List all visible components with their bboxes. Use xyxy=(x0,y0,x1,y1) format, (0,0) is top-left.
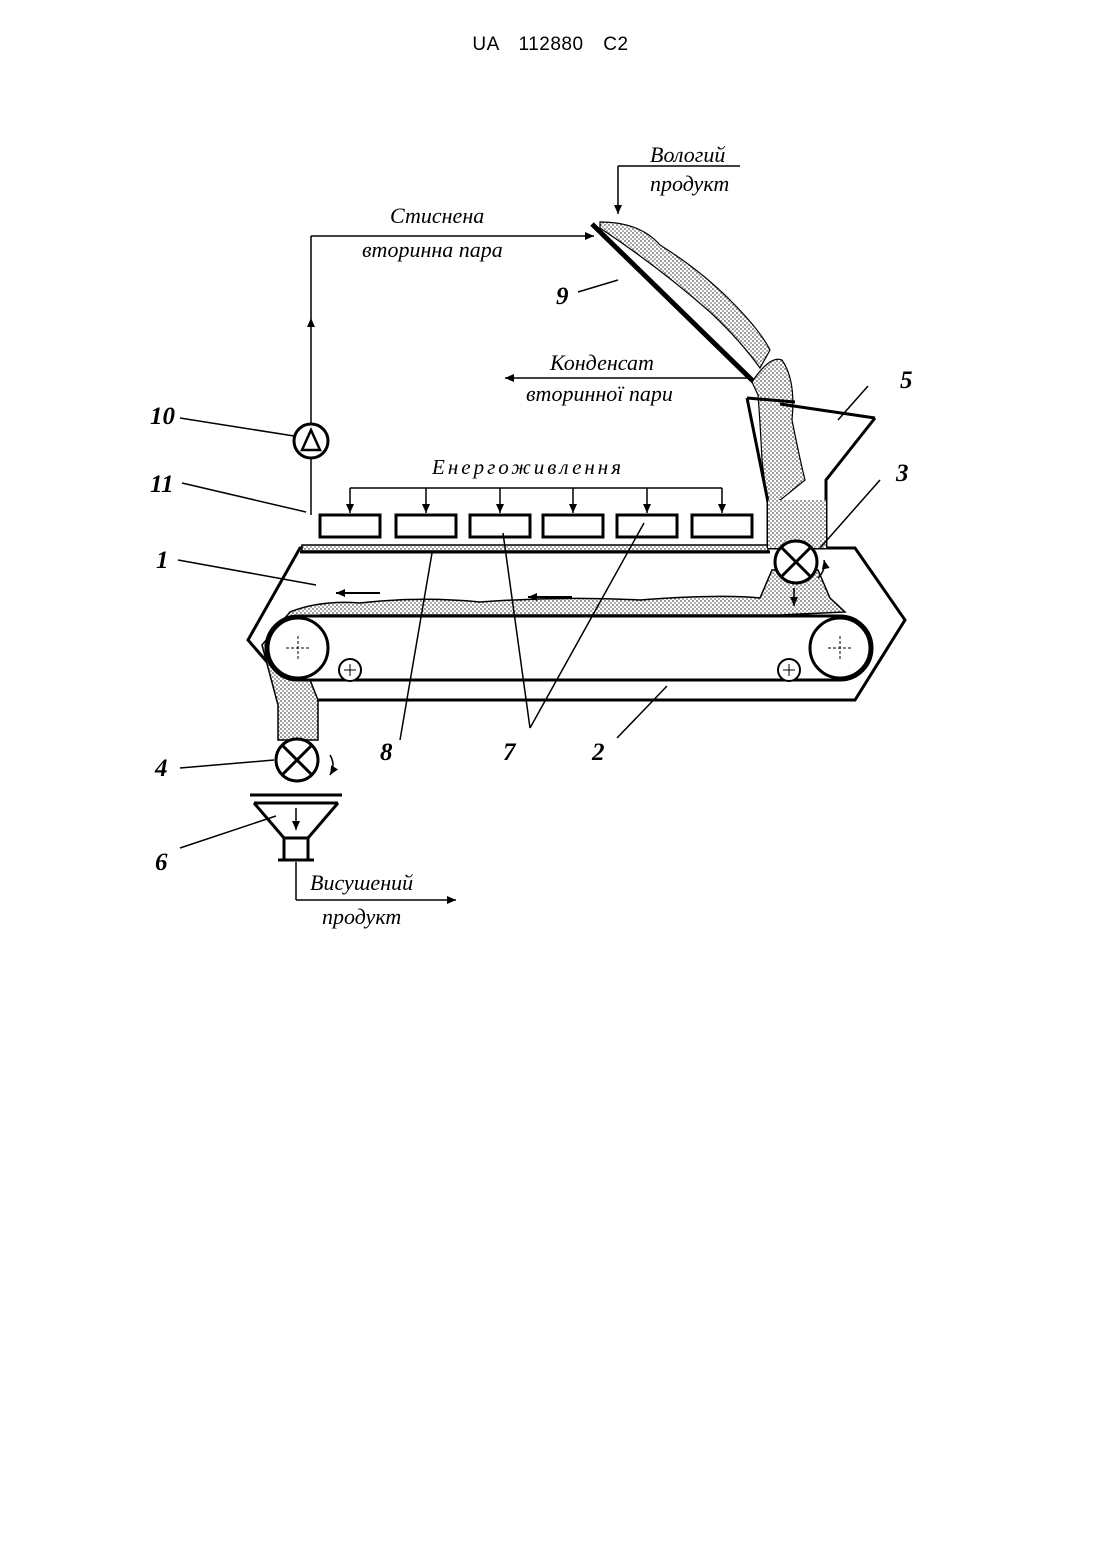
falling-product xyxy=(752,359,805,510)
wet-product-label-2: продукт xyxy=(650,171,729,196)
heater xyxy=(320,515,380,537)
ref-numeral-3: 3 xyxy=(895,460,909,487)
ref-numeral-4: 4 xyxy=(154,755,168,782)
heater xyxy=(617,515,677,537)
ref-numeral-7: 7 xyxy=(503,739,517,766)
ref-numeral-5: 5 xyxy=(900,367,913,394)
heat-exchange-plate xyxy=(302,545,768,551)
ref-numeral-1: 1 xyxy=(156,547,169,574)
condensate-label-1: Конденсат xyxy=(549,350,654,375)
ref-numeral-10: 10 xyxy=(150,403,176,430)
ref-numeral-8: 8 xyxy=(380,739,393,766)
ref-numeral-6: 6 xyxy=(155,849,168,876)
energy-supply-label: Енергоживлення xyxy=(431,455,624,479)
compressed-steam-label-2: вторинна пара xyxy=(362,237,503,262)
heater xyxy=(692,515,752,537)
heater xyxy=(543,515,603,537)
heaters xyxy=(320,515,752,537)
heater xyxy=(396,515,456,537)
condensate-label-2: вторинної пари xyxy=(526,381,673,406)
dried-product-label-1: Висушений xyxy=(310,870,413,895)
ref-numeral-9: 9 xyxy=(556,283,569,310)
wet-product-label-1: Вологий xyxy=(650,142,725,167)
energy-supply-bus xyxy=(350,488,722,513)
dried-product-label-2: продукт xyxy=(322,904,401,929)
chute-product xyxy=(600,222,770,368)
ref-numeral-11: 11 xyxy=(150,471,174,498)
heater xyxy=(470,515,530,537)
compressed-steam-label-1: Стиснена xyxy=(390,203,484,228)
ref-numeral-2: 2 xyxy=(591,739,605,766)
